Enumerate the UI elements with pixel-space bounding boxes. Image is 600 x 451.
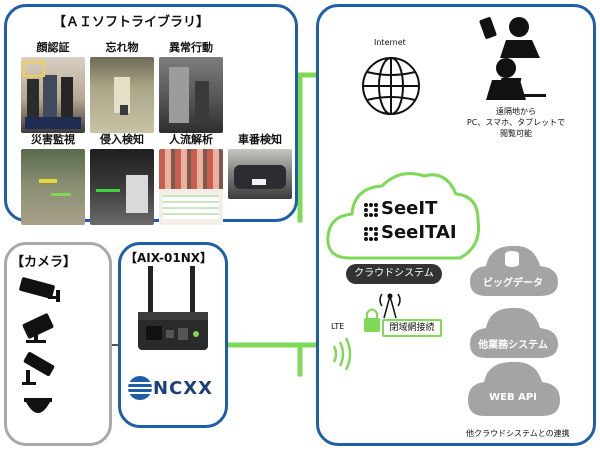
ai-library-panel: 【ＡＩソフトライブラリ】 顔認証 忘れ物 異常行動 災害監視	[4, 4, 298, 225]
lib-item-abnormal: 異常行動	[159, 39, 223, 133]
lte-label: LTE	[331, 322, 345, 331]
database-icon	[505, 251, 519, 267]
service-label-other-system: 他業務システム	[478, 340, 548, 351]
camera-panel: 【カメラ】	[4, 242, 112, 446]
abnormal-behavior-photo	[159, 57, 223, 133]
other-system-cloud	[470, 307, 558, 358]
remote-text-line: PC、スマホ、タブレットで	[466, 118, 566, 127]
lib-item-label: 侵入検知	[100, 133, 144, 146]
lib-item-label: 異常行動	[169, 41, 213, 54]
ncxx-brand-label: NCXX	[153, 378, 214, 399]
lib-item-face: 顔認証	[21, 39, 85, 133]
internet-label: Internet	[374, 38, 406, 47]
remote-access-text: 遠隔地から PC、スマホ、タブレットで 閲覧可能	[456, 106, 576, 139]
service-label-bigdata: ビッグデータ	[483, 278, 543, 289]
lib-item-label: 顔認証	[36, 41, 70, 54]
tablet-user-icon	[479, 17, 540, 58]
intrusion-detect-photo	[90, 149, 154, 225]
big-data-cloud	[470, 245, 558, 296]
ai-library-title: 【ＡＩソフトライブラリ】	[53, 15, 210, 30]
disaster-monitor-photo	[21, 149, 85, 225]
seeit-logo-text: SeeIT	[381, 198, 438, 219]
dome-camera-icon	[24, 398, 52, 413]
aix-device-title: 【AIX-01NX】	[125, 251, 213, 265]
seeitai-logo-text: SeeITAI	[381, 222, 457, 243]
lib-item-license-plate: 車番検知	[228, 131, 292, 199]
closed-network-badge: 閉域網接続	[382, 319, 442, 337]
box-camera-icon	[22, 313, 54, 343]
antenna-left-icon	[148, 266, 153, 312]
license-plate-photo	[228, 149, 292, 199]
camera-title: 【カメラ】	[11, 255, 77, 270]
ncxx-logo-icon	[128, 376, 152, 400]
service-label-webapi: WEB API	[489, 392, 537, 403]
lib-item-intrusion: 侵入検知	[90, 131, 154, 225]
left-object-photo	[90, 57, 154, 133]
tube-camera-icon	[22, 352, 55, 385]
lte-wave-icon	[332, 337, 352, 371]
people-flow-photo	[159, 149, 223, 225]
lib-item-left-object: 忘れ物	[90, 39, 154, 133]
lib-item-label: 車番検知	[238, 133, 282, 146]
lib-item-disaster: 災害監視	[21, 131, 85, 225]
web-api-cloud	[468, 361, 560, 416]
bullet-camera-icon	[19, 277, 60, 302]
cloud-footer-text: 他クラウドシステムとの連携	[466, 429, 570, 438]
remote-text-line: 閲覧可能	[500, 129, 532, 138]
remote-text-line: 遠隔地から	[496, 107, 536, 116]
lock-icon	[364, 308, 380, 332]
antenna-right-icon	[190, 266, 195, 312]
lib-item-label: 人流解析	[169, 133, 213, 146]
laptop-user-icon	[486, 58, 546, 100]
lib-item-people-flow: 人流解析	[159, 131, 223, 225]
face-recognition-photo	[21, 57, 85, 133]
cloud-system-badge: クラウドシステム	[346, 264, 442, 284]
lib-item-label: 忘れ物	[105, 41, 139, 54]
lib-item-label: 災害監視	[31, 133, 75, 146]
